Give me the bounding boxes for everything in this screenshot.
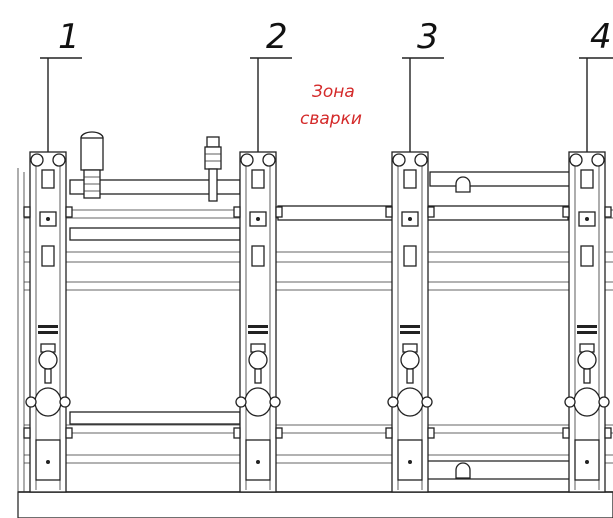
clamp-column-2	[233, 151, 283, 493]
zone-label-line-2: сварки	[300, 109, 362, 129]
clamp-column-3	[385, 151, 435, 493]
upper-cross-bar-right	[429, 171, 571, 187]
hydraulic-fitting	[204, 136, 222, 202]
hydraulic-cylinder	[80, 131, 104, 199]
mid-cross-bar-left	[69, 227, 241, 241]
clamp-column-1	[23, 151, 73, 493]
leader-2: 2	[250, 17, 292, 152]
zone-label-line-1: Зона	[312, 82, 355, 102]
clamp-number-1: 1	[58, 17, 80, 57]
leader-3: 3	[402, 17, 444, 152]
base-plate	[17, 491, 613, 518]
clamp-number-2: 2	[266, 17, 288, 57]
guide-rods	[24, 209, 613, 464]
leader-4: 4	[579, 17, 613, 152]
lower-cross-bar-left	[69, 411, 241, 425]
clamp-number-3: 3	[417, 17, 439, 57]
clamp-number-4: 4	[590, 17, 612, 57]
clamp-columns	[23, 151, 612, 493]
bolt-nub-top	[455, 176, 471, 193]
leader-1: 1	[40, 17, 82, 152]
clamp-column-4	[562, 151, 612, 493]
